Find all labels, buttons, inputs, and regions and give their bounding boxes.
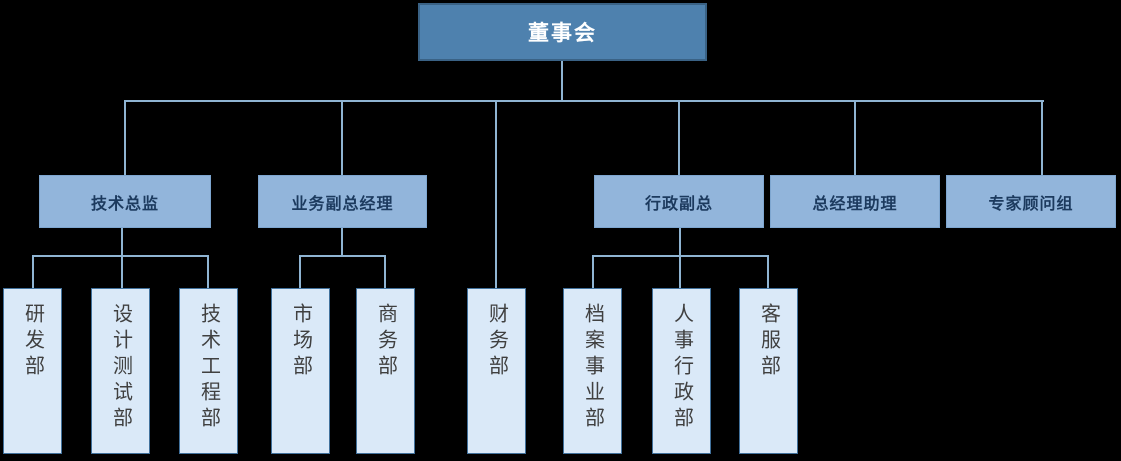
connector-business-bus	[299, 255, 386, 257]
org-node-commerce-dept: 商务部	[356, 288, 415, 454]
connector-drop-rnd	[32, 255, 34, 289]
connector-drop-admin-vp	[678, 100, 680, 176]
org-node-rnd-dept: 研发部	[3, 288, 62, 454]
org-node-admin-vp: 行政副总	[594, 175, 764, 228]
archives-dept-label: 档案事业部	[581, 303, 604, 433]
org-node-board: 董事会	[418, 3, 707, 61]
gm-assistant-label: 总经理助理	[812, 195, 898, 213]
connector-drop-tech-eng	[207, 255, 209, 289]
rnd-dept-label: 研发部	[21, 303, 44, 381]
commerce-dept-label: 商务部	[374, 303, 397, 381]
connector-admin-bus	[592, 255, 769, 257]
tech-director-label: 技术总监	[90, 195, 159, 213]
connector-drop-marketing	[299, 255, 301, 289]
org-node-archives-dept: 档案事业部	[563, 288, 622, 454]
design-test-dept-label: 设计测试部	[109, 303, 132, 433]
tech-eng-dept-label: 技术工程部	[197, 303, 220, 433]
customer-service-dept-label: 客服部	[757, 303, 780, 381]
connector-main-bus	[124, 100, 1044, 102]
connector-drop-business-vgm	[341, 100, 343, 176]
connector-tech-bus	[32, 255, 209, 257]
connector-drop-tech-director	[124, 100, 126, 176]
connector-business-feed	[341, 228, 343, 256]
connector-drop-archives	[592, 255, 594, 289]
org-node-tech-director: 技术总监	[39, 175, 211, 228]
marketing-dept-label: 市场部	[289, 303, 312, 381]
org-node-customer-service-dept: 客服部	[739, 288, 798, 454]
org-node-hr-admin-dept: 人事行政部	[652, 288, 711, 454]
connector-drop-expert-group	[1041, 100, 1043, 176]
connector-drop-gm-assistant	[854, 100, 856, 176]
org-node-tech-eng-dept: 技术工程部	[179, 288, 238, 454]
board-label: 董事会	[528, 22, 597, 45]
org-node-design-test-dept: 设计测试部	[91, 288, 150, 454]
connector-drop-commerce	[384, 255, 386, 289]
org-node-gm-assistant: 总经理助理	[770, 175, 940, 228]
connector-root-drop	[561, 61, 563, 102]
connector-admin-feed	[679, 228, 681, 289]
org-node-marketing-dept: 市场部	[271, 288, 330, 454]
admin-vp-label: 行政副总	[644, 195, 713, 213]
connector-drop-customer-service	[767, 255, 769, 289]
org-node-finance-dept: 财务部	[467, 288, 526, 454]
finance-dept-label: 财务部	[485, 303, 508, 381]
expert-group-label: 专家顾问组	[988, 195, 1074, 213]
business-vgm-label: 业务副总经理	[291, 195, 394, 213]
org-node-expert-group: 专家顾问组	[946, 175, 1116, 228]
org-node-business-vgm: 业务副总经理	[258, 175, 427, 228]
connector-tech-feed	[121, 228, 123, 289]
connector-drop-finance	[495, 100, 497, 289]
hr-admin-dept-label: 人事行政部	[670, 303, 693, 433]
